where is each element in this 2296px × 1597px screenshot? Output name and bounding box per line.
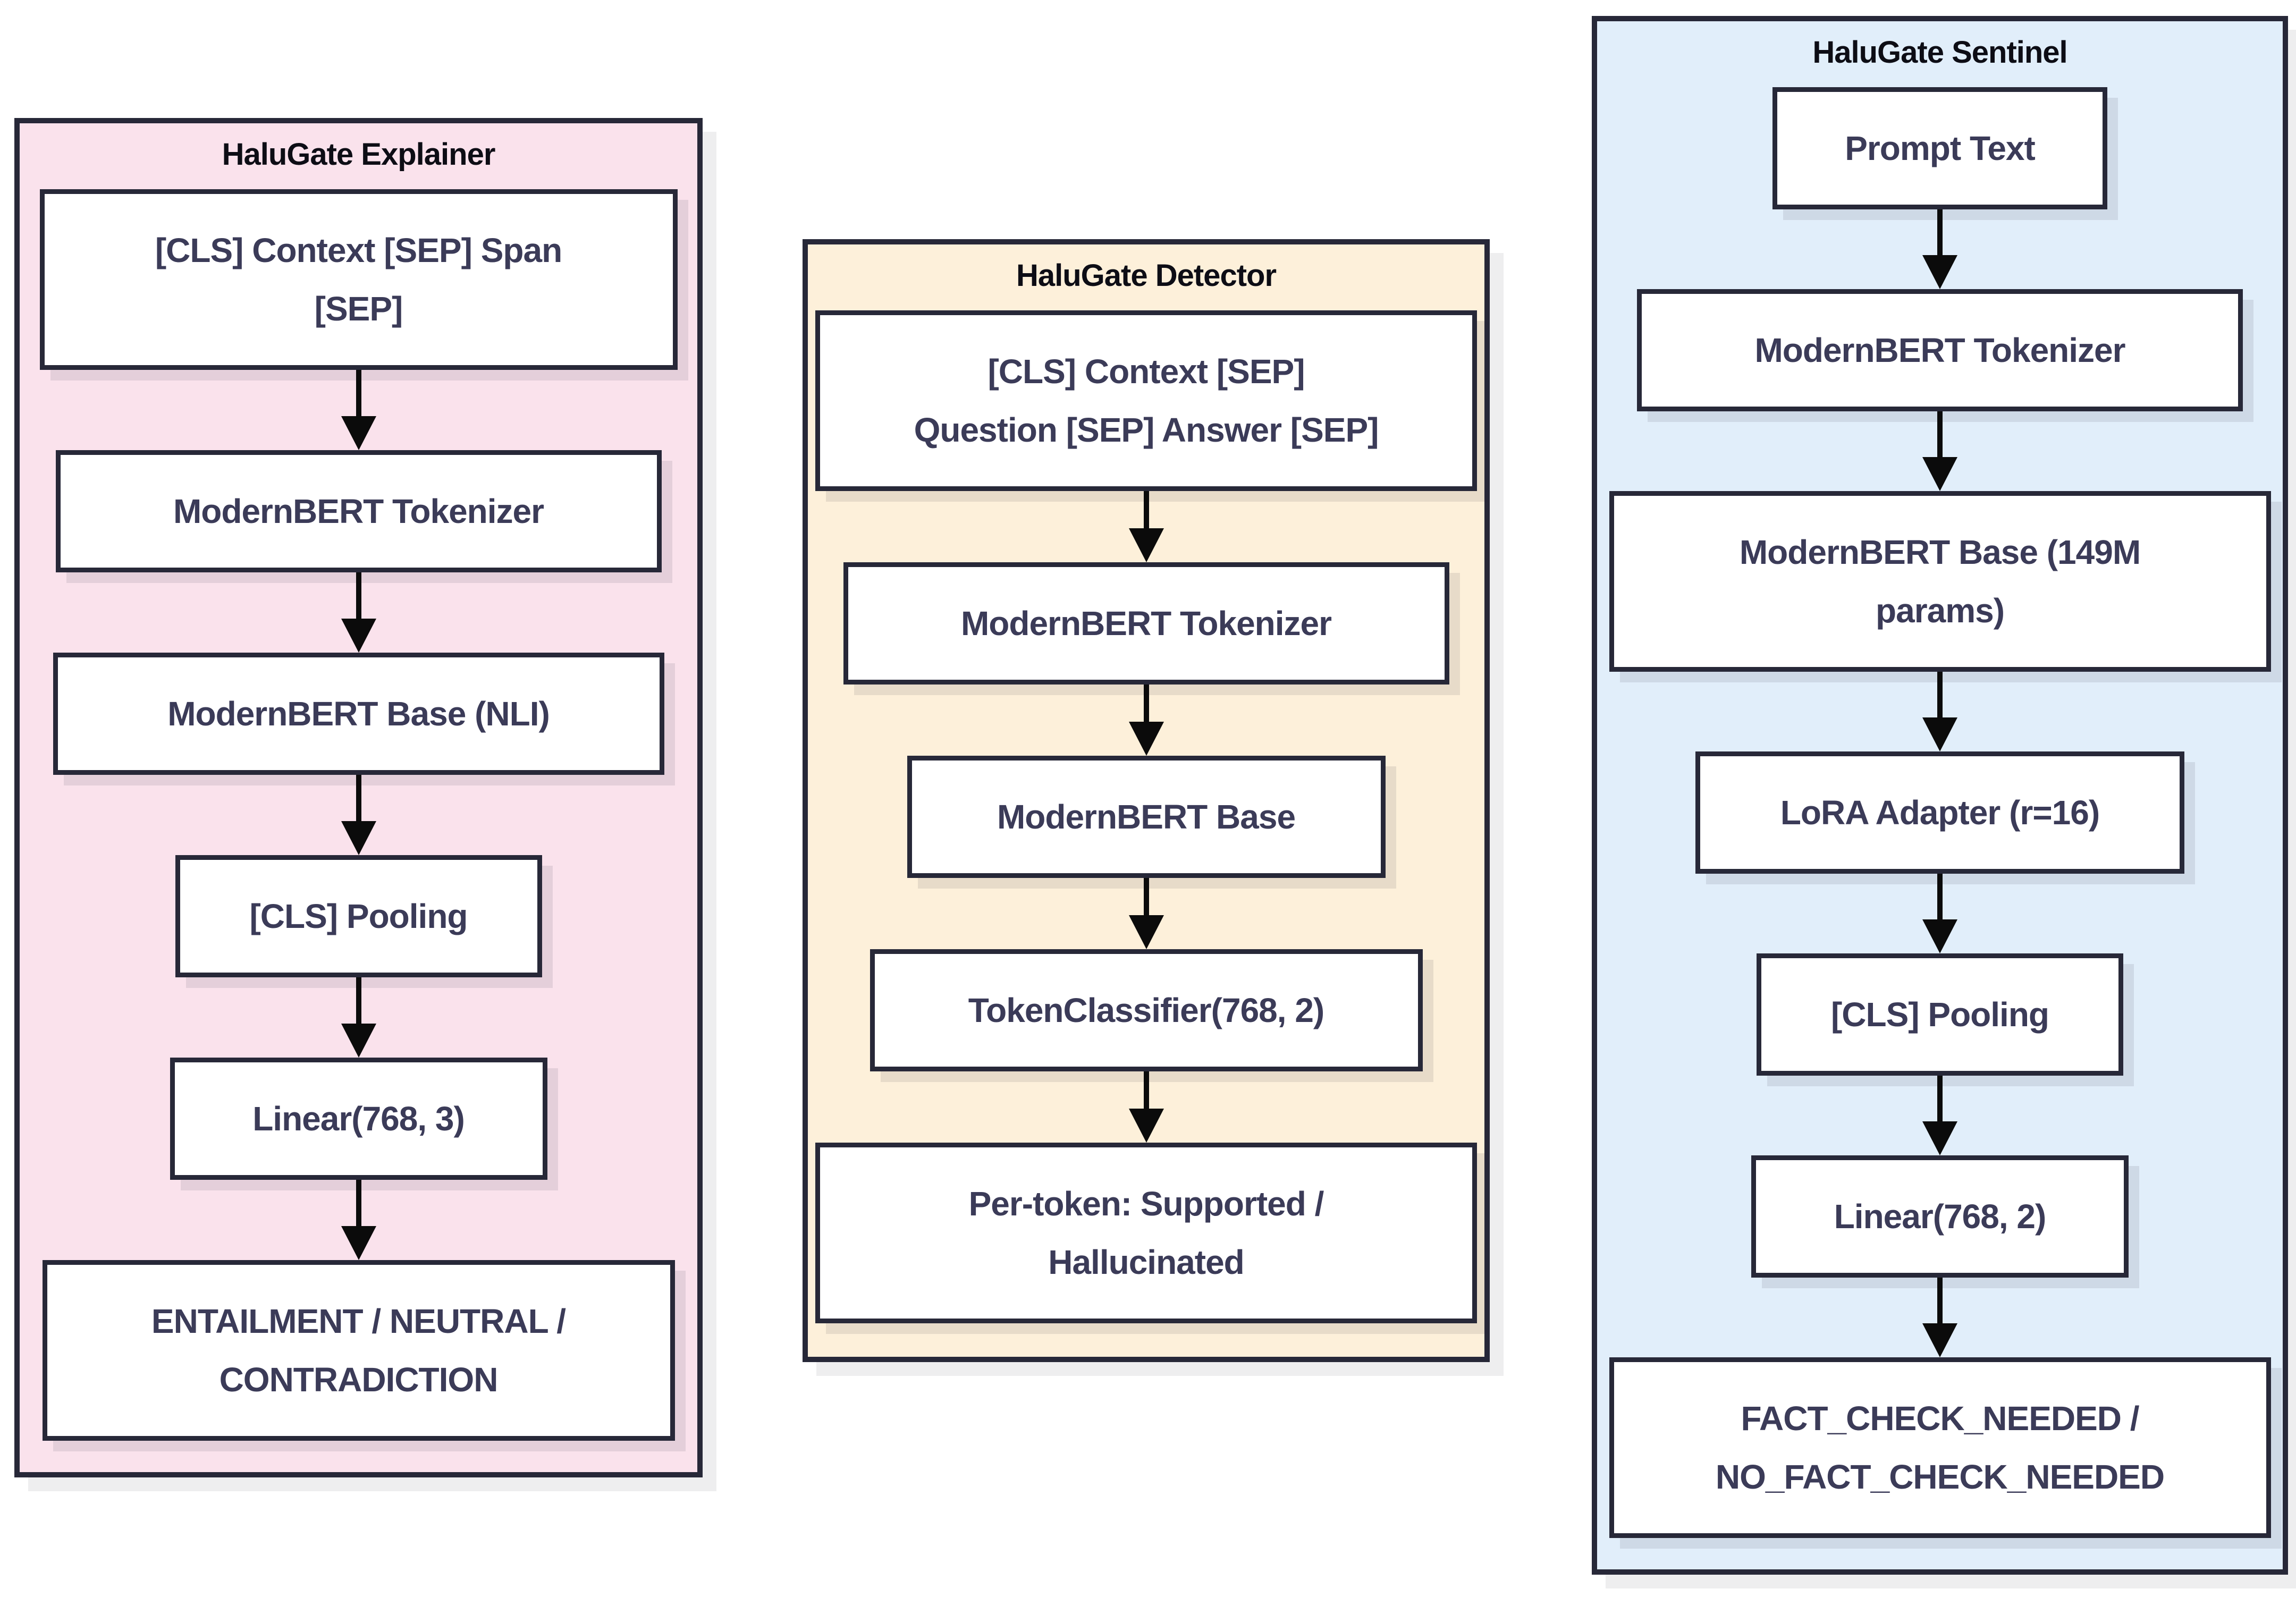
node-modernbert-tokenizer: ModernBERT Tokenizer	[843, 562, 1449, 685]
arrow-shaft	[356, 977, 361, 1024]
node-label: Per-token: Supported / Hallucinated	[968, 1185, 1324, 1281]
panel-title: HaluGate Sentinel	[1812, 35, 2067, 70]
arrow-shaft	[1937, 1076, 1943, 1121]
arrow-down-icon	[1922, 874, 1957, 953]
panel-halugate-sentinel: HaluGate Sentinel Prompt Text ModernBERT…	[1592, 16, 2288, 1575]
arrow-down-icon	[1922, 1076, 1957, 1155]
node-modernbert-base-149m-params: ModernBERT Base (149M params)	[1609, 491, 2271, 672]
panel-title: HaluGate Detector	[1016, 258, 1277, 293]
arrow-shaft	[1143, 1071, 1149, 1109]
node-output-entailment-neutral-contradiction: ENTAILMENT / NEUTRAL / CONTRADICTION	[42, 1260, 675, 1441]
arrow-shaft	[356, 1180, 361, 1226]
panel-title: HaluGate Explainer	[222, 137, 496, 172]
arrow-down-icon	[1128, 685, 1164, 756]
arrow-head	[341, 821, 376, 855]
panel-halugate-detector: HaluGate Detector [CLS] Context [SEP] Qu…	[803, 239, 1490, 1362]
node-output-fact-check-needed: FACT_CHECK_NEEDED / NO_FACT_CHECK_NEEDED	[1609, 1357, 2271, 1538]
arrow-head	[1128, 528, 1164, 562]
node-prompt-text: Prompt Text	[1772, 87, 2107, 209]
node-label: FACT_CHECK_NEEDED / NO_FACT_CHECK_NEEDED	[1715, 1399, 2165, 1496]
node-label: Linear(768, 2)	[1834, 1197, 2047, 1236]
arrow-shaft	[1937, 874, 1943, 919]
arrow-head	[341, 1226, 376, 1260]
arrow-shaft	[356, 775, 361, 821]
arrow-down-icon	[1128, 878, 1164, 949]
arrow-head	[1922, 255, 1957, 289]
arrow-head	[1922, 1121, 1957, 1155]
node-label: ModernBERT Base (NLI)	[167, 695, 550, 733]
node-modernbert-base: ModernBERT Base	[907, 756, 1386, 878]
node-label: [CLS] Pooling	[249, 897, 468, 935]
arrow-shaft	[1937, 209, 1943, 255]
node-label: ModernBERT Base	[997, 798, 1296, 836]
node-label: ModernBERT Tokenizer	[173, 492, 544, 530]
node-label: ModernBERT Tokenizer	[960, 604, 1332, 643]
node-label: TokenClassifier(768, 2)	[968, 991, 1324, 1029]
node-label: ModernBERT Tokenizer	[1754, 331, 2125, 369]
arrow-head	[341, 619, 376, 653]
arrow-shaft	[1143, 878, 1149, 915]
arrow-down-icon	[1922, 411, 1957, 491]
node-cls-pooling: [CLS] Pooling	[1757, 953, 2123, 1076]
arrow-down-icon	[341, 1180, 376, 1260]
arrow-down-icon	[1922, 209, 1957, 289]
node-label: ENTAILMENT / NEUTRAL / CONTRADICTION	[151, 1302, 566, 1399]
node-modernbert-tokenizer: ModernBERT Tokenizer	[1637, 289, 2243, 411]
node-input-cls-context-question-answer: [CLS] Context [SEP] Question [SEP] Answe…	[815, 310, 1477, 491]
arrow-head	[1922, 919, 1957, 953]
arrow-head	[1128, 722, 1164, 756]
arrow-shaft	[1143, 685, 1149, 722]
arrow-head	[1922, 457, 1957, 491]
node-lora-adapter-r16: LoRA Adapter (r=16)	[1695, 751, 2184, 874]
arrow-down-icon	[341, 775, 376, 855]
arrow-down-icon	[1128, 1071, 1164, 1143]
arrow-head	[1922, 717, 1957, 751]
arrow-head	[1128, 915, 1164, 949]
arrow-shaft	[356, 572, 361, 619]
arrow-down-icon	[1922, 672, 1957, 751]
node-label: [CLS] Pooling	[1830, 995, 2049, 1034]
arrow-head	[1128, 1109, 1164, 1143]
arrow-shaft	[1937, 411, 1943, 457]
arrow-shaft	[1937, 672, 1943, 717]
arrow-down-icon	[1922, 1278, 1957, 1357]
arrow-shaft	[1143, 491, 1149, 528]
arrow-head	[341, 1024, 376, 1058]
node-tokenclassifier-768-2: TokenClassifier(768, 2)	[870, 949, 1423, 1071]
node-label: [CLS] Context [SEP] Span [SEP]	[155, 231, 562, 328]
node-output-per-token-supported-hallucinated: Per-token: Supported / Hallucinated	[815, 1143, 1477, 1323]
node-linear-768-3: Linear(768, 3)	[170, 1058, 547, 1180]
arrow-down-icon	[341, 370, 376, 450]
arrow-head	[341, 416, 376, 450]
arrow-shaft	[1937, 1278, 1943, 1323]
node-modernbert-tokenizer: ModernBERT Tokenizer	[55, 450, 662, 572]
arrow-down-icon	[1128, 491, 1164, 562]
node-label: ModernBERT Base (149M params)	[1739, 533, 2141, 630]
node-label: Prompt Text	[1845, 129, 2036, 167]
panel-halugate-explainer: HaluGate Explainer [CLS] Context [SEP] S…	[14, 118, 703, 1477]
node-cls-pooling: [CLS] Pooling	[175, 855, 542, 977]
arrow-down-icon	[341, 977, 376, 1058]
node-linear-768-2: Linear(768, 2)	[1751, 1155, 2129, 1278]
node-input-cls-context-sep-span: [CLS] Context [SEP] Span [SEP]	[39, 189, 678, 370]
arrow-shaft	[356, 370, 361, 416]
node-label: [CLS] Context [SEP] Question [SEP] Answe…	[914, 352, 1379, 449]
arrow-down-icon	[341, 572, 376, 653]
node-modernbert-base-nli: ModernBERT Base (NLI)	[53, 653, 664, 775]
node-label: LoRA Adapter (r=16)	[1780, 793, 2100, 832]
arrow-head	[1922, 1323, 1957, 1357]
node-label: Linear(768, 3)	[252, 1100, 465, 1138]
